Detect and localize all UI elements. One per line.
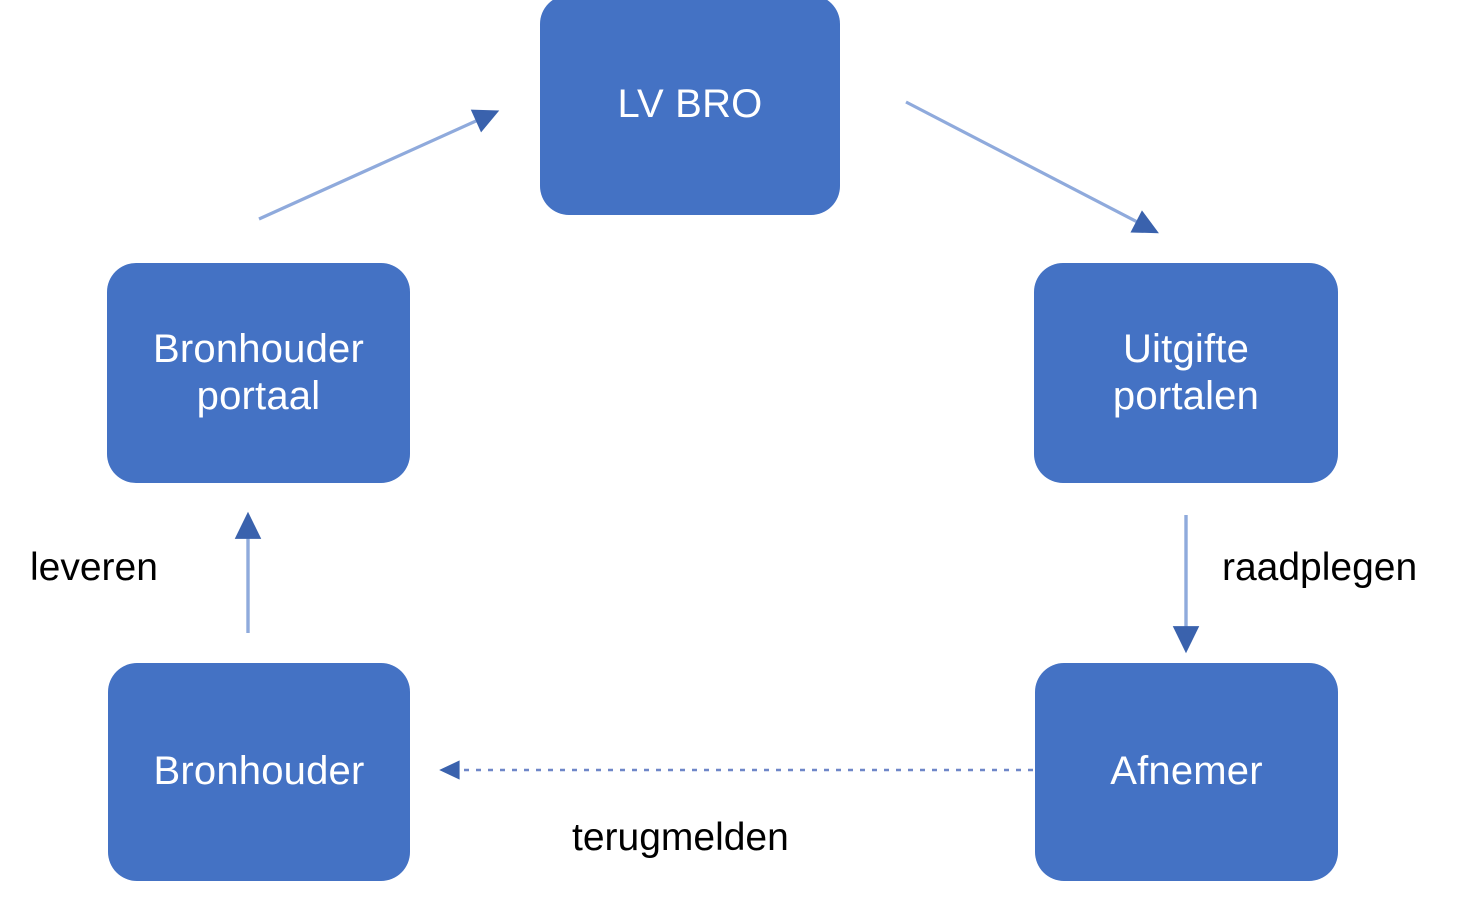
node-lv-bro[interactable]: LV BRO (540, 0, 840, 215)
node-afnemer-label: Afnemer (1110, 749, 1263, 794)
node-afnemer[interactable]: Afnemer (1035, 663, 1338, 881)
node-bronhouder-portaal[interactable]: Bronhouder portaal (107, 263, 410, 483)
node-bronhouder-portaal-label: Bronhouder portaal (152, 326, 365, 418)
edge-label-raadplegen: raadplegen (1222, 546, 1418, 589)
node-uitgifte-portalen[interactable]: Uitgifte portalen (1034, 263, 1338, 483)
node-lv-bro-label: LV BRO (617, 82, 763, 127)
edge-label-leveren: leveren (30, 546, 158, 589)
node-uitgifte-portalen-label: Uitgifte portalen (1112, 326, 1260, 418)
edge-bronhouder-portaal-to-lv-bro (258, 109, 500, 221)
edge-label-terugmelden: terugmelden (572, 816, 789, 859)
edge-lv-bro-to-uitgifte-portalen (905, 100, 1159, 234)
node-bronhouder[interactable]: Bronhouder (108, 663, 410, 881)
node-bronhouder-label: Bronhouder (153, 749, 365, 794)
